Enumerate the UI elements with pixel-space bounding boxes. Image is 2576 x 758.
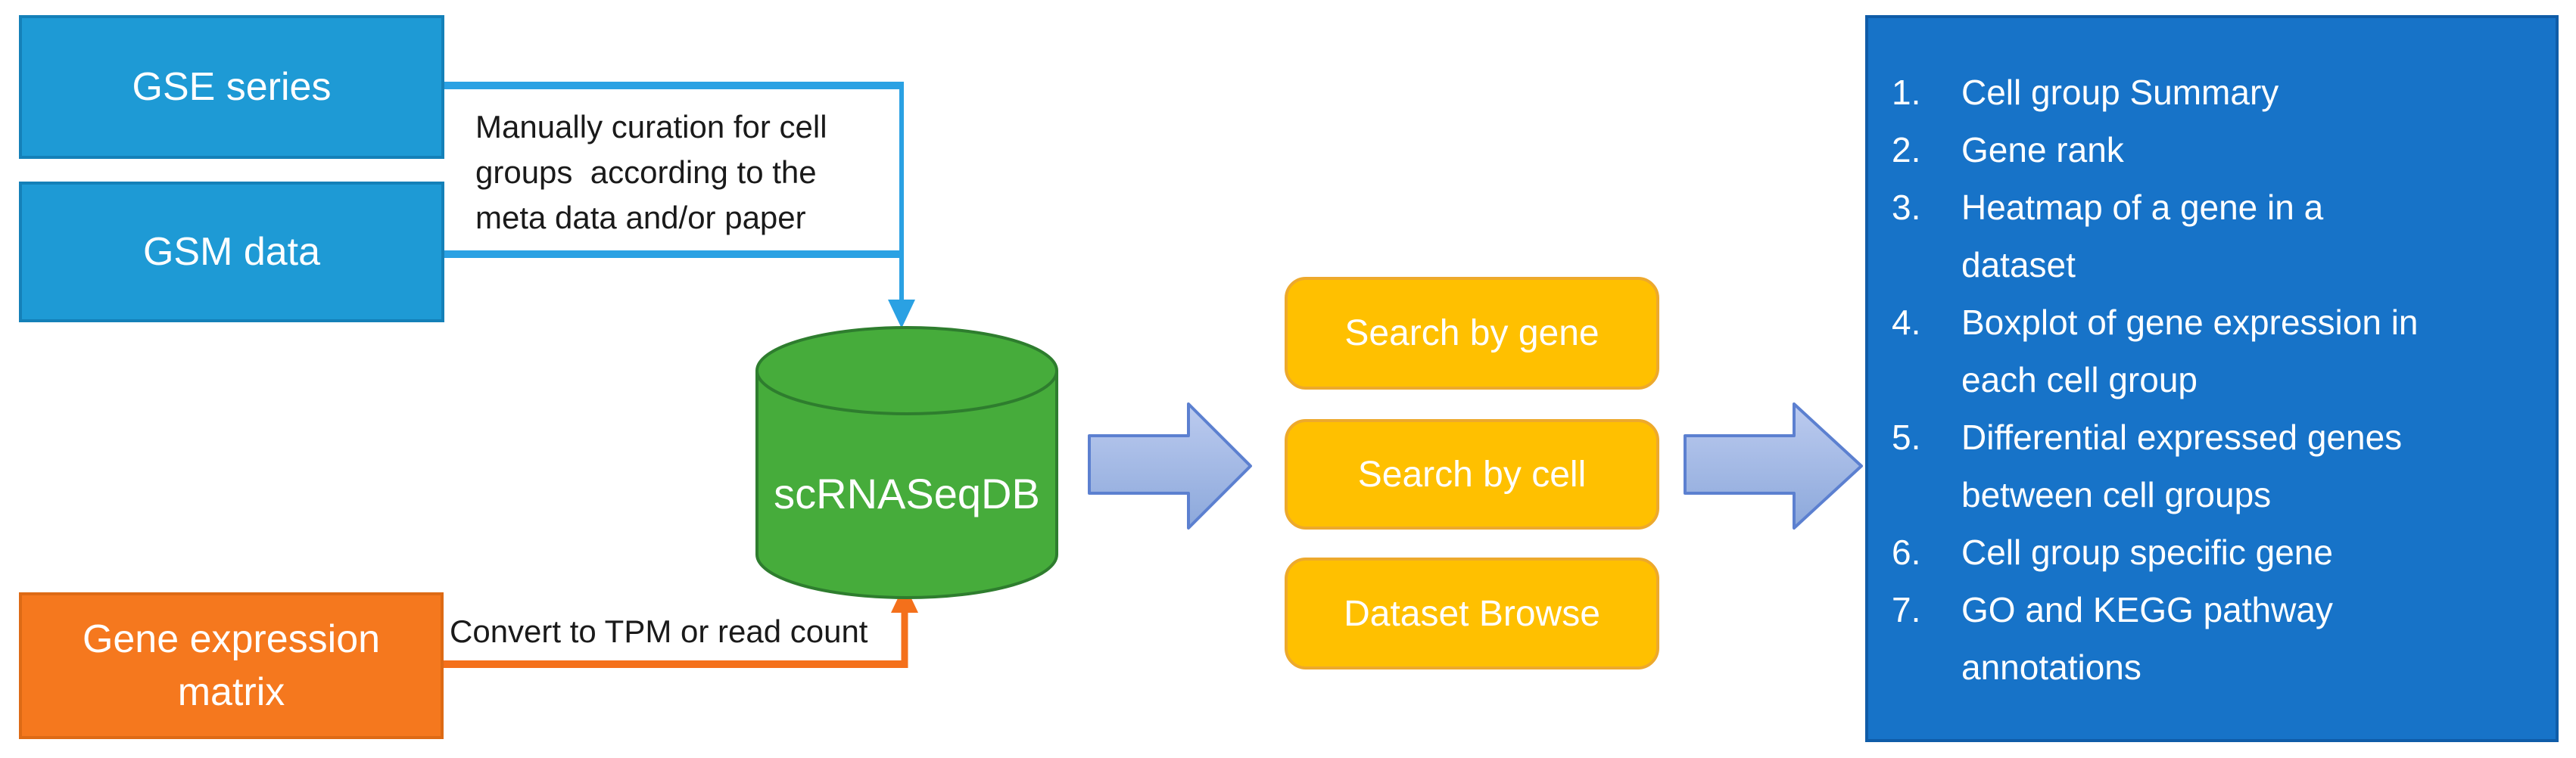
search-by-cell-label: Search by cell xyxy=(1357,454,1587,495)
gsm-data-box: GSM data xyxy=(19,182,444,322)
gse-series-box: GSE series xyxy=(19,15,444,159)
gse-series-label: GSE series xyxy=(132,65,332,109)
search-by-gene-button: Search by gene xyxy=(1285,277,1659,390)
output-item-text: Gene rank xyxy=(1961,130,2124,169)
gsm-data-label: GSM data xyxy=(142,230,321,274)
output-item-number: 6. xyxy=(1892,533,1921,572)
output-item-number: 5. xyxy=(1892,418,1921,457)
output-item-text: GO and KEGG pathway annotations xyxy=(1961,590,2333,687)
output-item-number: 2. xyxy=(1892,130,1921,169)
output-list-item: 1. Cell group Summary xyxy=(1892,64,2533,121)
dataset-browse-button: Dataset Browse xyxy=(1285,558,1659,669)
database-label: scRNASeqDB xyxy=(774,470,1040,517)
output-item-number: 7. xyxy=(1892,590,1921,629)
output-item-text: Boxplot of gene expression in each cell … xyxy=(1961,303,2419,399)
output-item-text: Heatmap of a gene in a dataset xyxy=(1961,188,2324,284)
output-list-item: 2. Gene rank xyxy=(1892,121,2533,179)
curation-arrow-icon xyxy=(443,82,915,328)
flow-arrow-right-icon xyxy=(1684,402,1863,530)
search-by-gene-label: Search by gene xyxy=(1344,313,1599,353)
output-list-item: 4. Boxplot of gene expression in each ce… xyxy=(1892,294,2533,409)
database-icon xyxy=(755,326,1058,599)
output-item-text: Cell group specific gene xyxy=(1961,533,2333,572)
output-item-number: 3. xyxy=(1892,188,1921,227)
search-by-cell-button: Search by cell xyxy=(1285,419,1659,530)
flow-arrow-right-icon xyxy=(1088,402,1252,530)
outputs-panel: 1. Cell group Summary 2. Gene rank 3. He… xyxy=(1865,15,2559,742)
output-item-number: 1. xyxy=(1892,73,1921,112)
dataset-browse-label: Dataset Browse xyxy=(1344,593,1600,634)
curation-annotation: Manually curation for cell groups accord… xyxy=(475,109,827,235)
output-item-text: Differential expressed genes between cel… xyxy=(1961,418,2403,514)
output-list-item: 7. GO and KEGG pathway annotations xyxy=(1892,581,2533,696)
convert-annotation: Convert to TPM or read count xyxy=(450,614,868,649)
output-list-item: 3. Heatmap of a gene in a dataset xyxy=(1892,179,2533,294)
output-list-item: 6. Cell group specific gene xyxy=(1892,523,2533,581)
gene-expression-matrix-box: Gene expression matrix xyxy=(19,592,444,739)
output-item-number: 4. xyxy=(1892,303,1921,342)
output-item-text: Cell group Summary xyxy=(1961,73,2279,112)
gene-expression-matrix-label: Gene expression matrix xyxy=(82,617,381,714)
output-list-item: 5. Differential expressed genes between … xyxy=(1892,409,2533,523)
